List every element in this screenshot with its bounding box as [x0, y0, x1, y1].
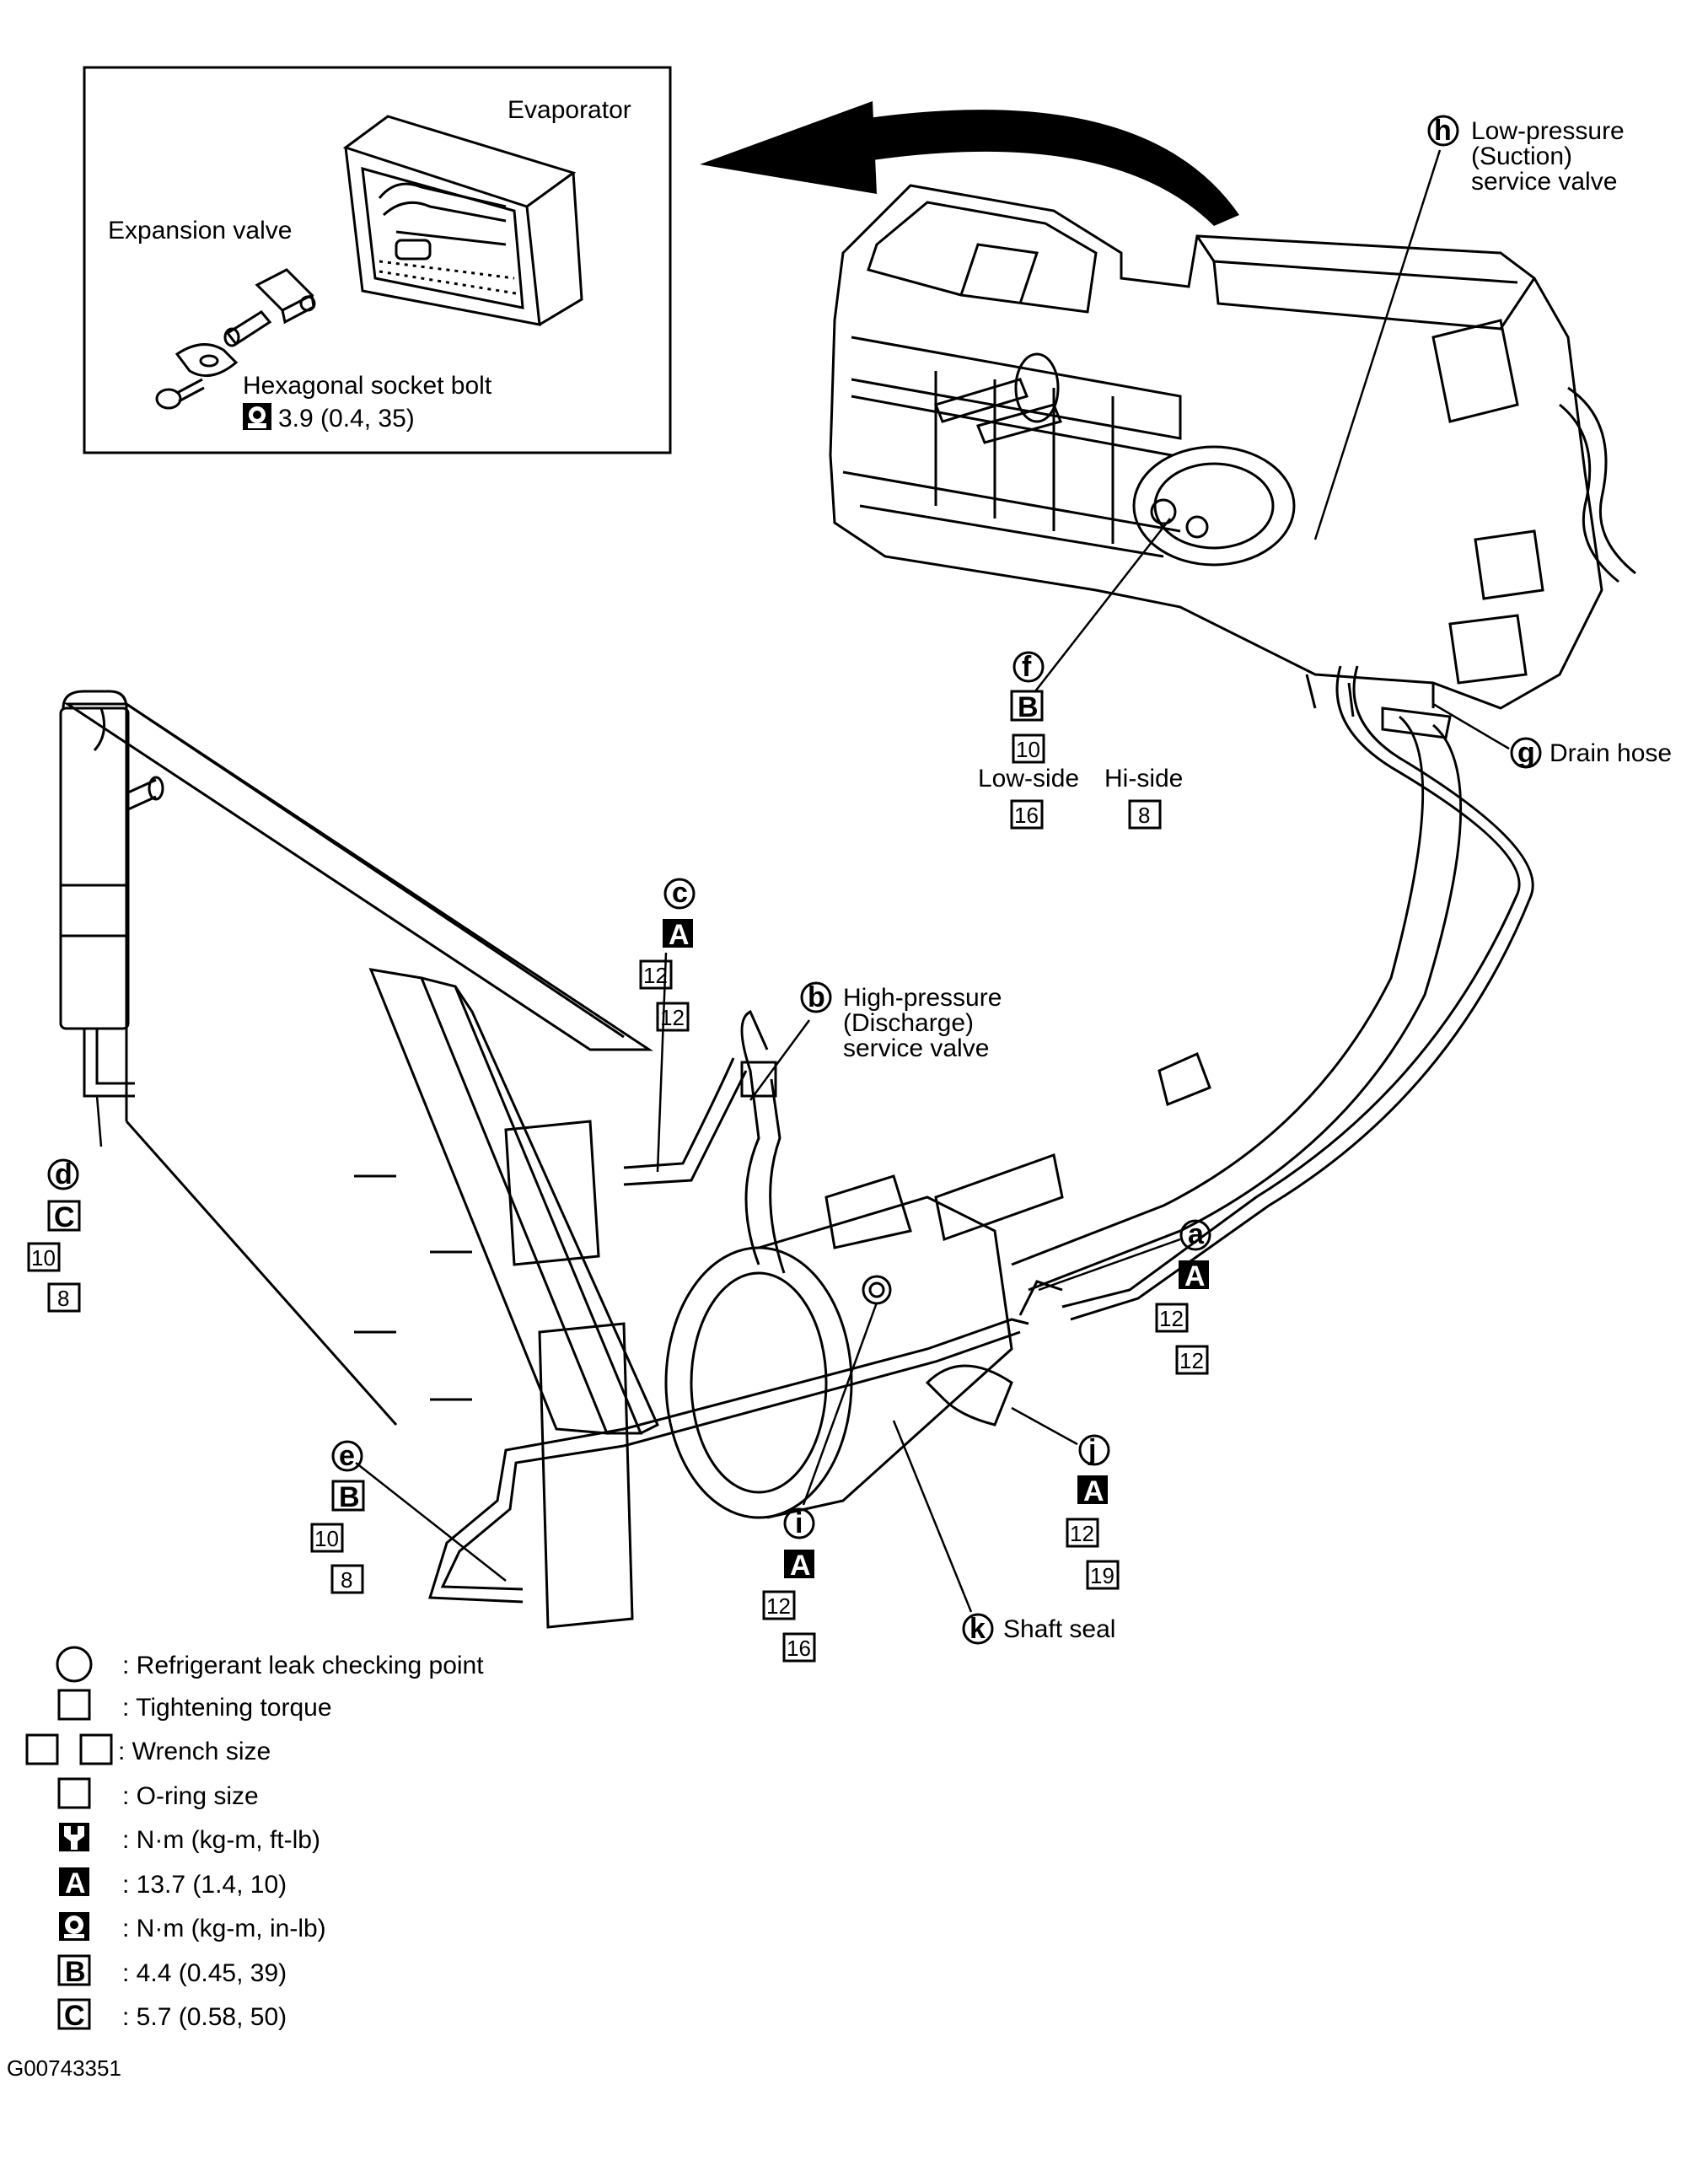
svg-text:g: g [1517, 737, 1535, 769]
h-line2: (Suction) [1471, 142, 1572, 170]
svg-text:i: i [795, 1507, 803, 1539]
i-torque: A [790, 1550, 811, 1582]
callout-f: f B 10 Low-side Hi-side 16 8 [978, 651, 1183, 830]
wrench-icon [59, 1823, 89, 1851]
j-torque: A [1083, 1475, 1104, 1507]
f-low-side: Low-side [978, 765, 1079, 792]
b-line1: High-pressure [843, 984, 1002, 1012]
legend-item: : 5.7 (0.58, 50) [122, 2003, 287, 2031]
legend-torque-c-icon [57, 1998, 91, 2030]
legend-symbol: B [65, 1956, 86, 1988]
svg-text:d: d [55, 1158, 73, 1190]
e-oring: 8 [341, 1567, 352, 1593]
legend-item: : Refrigerant leak checking point [122, 1652, 484, 1679]
legend-item: : 4.4 (0.45, 39) [122, 1959, 287, 1987]
curved-arrow-icon [700, 101, 1239, 226]
socket-torque-icon [243, 403, 271, 430]
callout-e: e B 10 8 [310, 1440, 365, 1594]
e-wrench: 10 [314, 1526, 339, 1551]
callout-b: b High-pressure (Discharge) service valv… [800, 981, 1002, 1062]
callout-d: d C 10 8 [27, 1158, 81, 1313]
i-oring: 16 [787, 1636, 811, 1661]
legend-item: : N·m (kg-m, ft-lb) [122, 1826, 320, 1854]
bolt-gasket-drawing [155, 310, 272, 410]
j-oring: 19 [1090, 1563, 1114, 1588]
legend-symbol: C [64, 2000, 85, 2032]
f-torque: B [1018, 691, 1039, 723]
svg-text:b: b [808, 981, 825, 1013]
figure-id: G00743351 [7, 2055, 121, 2081]
legend-item: : O-ring size [122, 1782, 259, 1810]
legend-torque-a-icon [59, 1867, 89, 1896]
callout-i: i A 12 16 [762, 1507, 816, 1663]
callout-a: a A 12 12 [1155, 1218, 1211, 1375]
hex-bolt-torque: 3.9 (0.4, 35) [278, 405, 415, 433]
b-line2: (Discharge) [843, 1009, 974, 1037]
svg-text:c: c [672, 877, 688, 909]
legend-item: : 13.7 (1.4, 10) [122, 1871, 287, 1899]
svg-text:h: h [1434, 115, 1452, 147]
e-torque: B [339, 1481, 360, 1513]
callout-h: h Low-pressure (Suction) service valve [1427, 115, 1625, 196]
legend-symbol: A [65, 1867, 86, 1899]
expansion-valve-label: Expansion valve [108, 217, 292, 244]
drain-hose-label: Drain hose [1550, 739, 1672, 767]
svg-text:f: f [1022, 651, 1032, 683]
refrigerant-lines [427, 665, 1534, 1604]
legend-circle-icon [56, 1646, 93, 1683]
hex-bolt-label: Hexagonal socket bolt [243, 372, 492, 400]
c-torque: A [669, 919, 690, 951]
a-wrench: 12 [1159, 1306, 1184, 1331]
evaporator-drawing [342, 115, 583, 326]
svg-text:e: e [339, 1440, 355, 1472]
leader-lines [95, 149, 1510, 1613]
a-torque: A [1184, 1260, 1206, 1292]
c-wrench: 12 [643, 963, 668, 988]
j-wrench: 12 [1070, 1521, 1094, 1546]
h-line3: service valve [1471, 168, 1617, 196]
f-low-oring: 16 [1014, 803, 1039, 828]
legend-item: : N·m (kg-m, in-lb) [122, 1915, 326, 1942]
evaporator-label: Evaporator [508, 96, 631, 124]
b-line3: service valve [843, 1034, 989, 1062]
d-torque: C [54, 1201, 75, 1233]
a-oring: 12 [1179, 1348, 1204, 1373]
legend-box-icon [57, 1689, 91, 1721]
f-hi-side: Hi-side [1104, 765, 1183, 792]
legend-item: : Wrench size [118, 1738, 271, 1765]
expansion-valve-drawing [255, 268, 316, 325]
legend-item: : Tightening torque [122, 1694, 332, 1722]
svg-text:k: k [969, 1613, 986, 1645]
hvac-unit-drawing [829, 184, 1636, 717]
socket-icon [59, 1912, 89, 1941]
legend-box-icon [79, 1733, 113, 1765]
d-wrench: 10 [31, 1245, 56, 1271]
h-line1: Low-pressure [1471, 117, 1625, 145]
c-oring: 12 [660, 1005, 685, 1030]
legend-torque-b-icon [57, 1954, 91, 1986]
legend: : Refrigerant leak checking point : Tigh… [25, 1646, 484, 2032]
inset-panel: Evaporator Expansion valve Hexagonal soc… [83, 66, 672, 454]
shaft-seal-label: Shaft seal [1003, 1615, 1115, 1643]
callout-k: k Shaft seal [962, 1613, 1115, 1645]
callout-g: g Drain hose [1510, 737, 1672, 769]
legend-box-icon [25, 1733, 59, 1765]
d-oring: 8 [57, 1286, 69, 1311]
svg-text:a: a [1188, 1218, 1205, 1250]
callout-j: j A 12 19 [1066, 1434, 1120, 1590]
i-wrench: 12 [766, 1593, 791, 1619]
callout-c: c A 12 12 [639, 877, 696, 1032]
svg-text:j: j [1088, 1434, 1096, 1466]
f-wrench: 10 [1016, 737, 1040, 762]
legend-box-icon [57, 1777, 91, 1809]
f-hi-oring: 8 [1138, 803, 1150, 828]
